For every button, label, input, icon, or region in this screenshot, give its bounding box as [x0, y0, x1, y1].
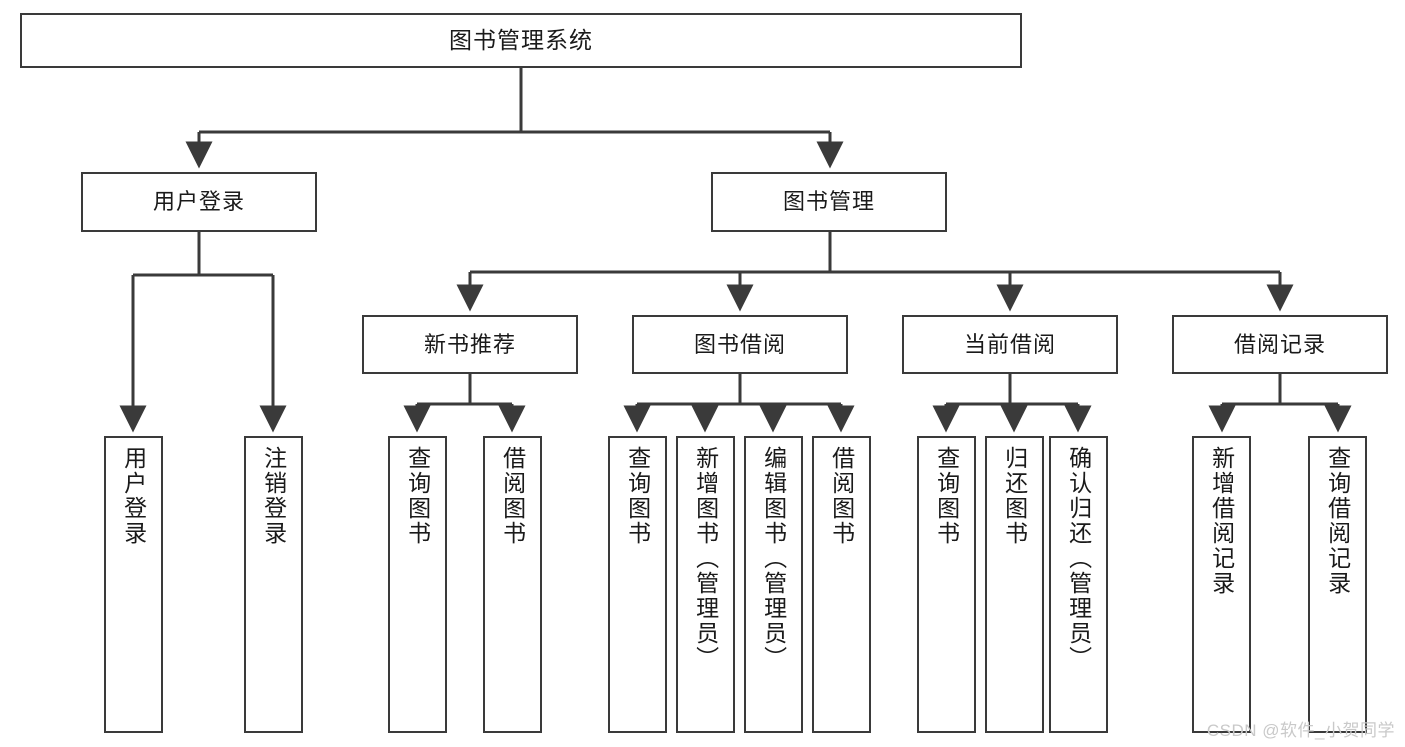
- node-label: 图书管理: [782, 189, 875, 215]
- node-leaf-return-book[interactable]: 归还图书: [985, 436, 1044, 733]
- node-label: 用户登录: [152, 189, 245, 215]
- node-leaf-query-borrow-record[interactable]: 查询借阅记录: [1308, 436, 1367, 733]
- node-book-borrow[interactable]: 图书借阅: [632, 315, 848, 374]
- node-new-book-recommend[interactable]: 新书推荐: [362, 315, 578, 374]
- node-label: 借阅图书: [499, 446, 526, 546]
- node-leaf-add-borrow-record[interactable]: 新增借阅记录: [1192, 436, 1251, 733]
- node-leaf-borrow-book-2[interactable]: 借阅图书: [812, 436, 871, 733]
- node-label: 查询图书: [404, 446, 431, 546]
- node-label: 查询图书: [933, 446, 960, 546]
- node-label: 归还图书: [1001, 446, 1028, 546]
- node-label: 用户登录: [120, 446, 147, 546]
- node-leaf-query-book-1[interactable]: 查询图书: [388, 436, 447, 733]
- node-label: 查询图书: [624, 446, 651, 546]
- node-current-borrow[interactable]: 当前借阅: [902, 315, 1118, 374]
- node-label: 借阅记录: [1233, 331, 1326, 357]
- watermark: CSDN @软件_小贺同学: [1206, 721, 1395, 740]
- node-leaf-borrow-book-1[interactable]: 借阅图书: [483, 436, 542, 733]
- node-label: 新增图书（管理员）: [692, 446, 719, 671]
- node-label: 查询借阅记录: [1324, 446, 1351, 596]
- node-user-login[interactable]: 用户登录: [81, 172, 317, 232]
- node-label: 注销登录: [260, 446, 287, 546]
- node-label: 当前借阅: [963, 331, 1056, 357]
- node-leaf-query-book-2[interactable]: 查询图书: [608, 436, 667, 733]
- node-label: 新书推荐: [423, 331, 516, 357]
- node-title-box[interactable]: 图书管理系统: [20, 13, 1022, 68]
- node-label: 借阅图书: [828, 446, 855, 546]
- node-leaf-user-login[interactable]: 用户登录: [104, 436, 163, 733]
- node-label: 编辑图书（管理员）: [760, 446, 787, 671]
- node-leaf-add-book-admin[interactable]: 新增图书（管理员）: [676, 436, 735, 733]
- node-borrow-record[interactable]: 借阅记录: [1172, 315, 1388, 374]
- node-label: 新增借阅记录: [1208, 446, 1235, 596]
- node-leaf-edit-book-admin[interactable]: 编辑图书（管理员）: [744, 436, 803, 733]
- node-leaf-logout-login[interactable]: 注销登录: [244, 436, 303, 733]
- node-leaf-confirm-return-admin[interactable]: 确认归还（管理员）: [1049, 436, 1108, 733]
- node-label: 图书管理系统: [449, 26, 593, 53]
- node-label: 图书借阅: [693, 331, 786, 357]
- node-label: 确认归还（管理员）: [1065, 446, 1092, 671]
- node-leaf-query-book-3[interactable]: 查询图书: [917, 436, 976, 733]
- node-book-manage[interactable]: 图书管理: [711, 172, 947, 232]
